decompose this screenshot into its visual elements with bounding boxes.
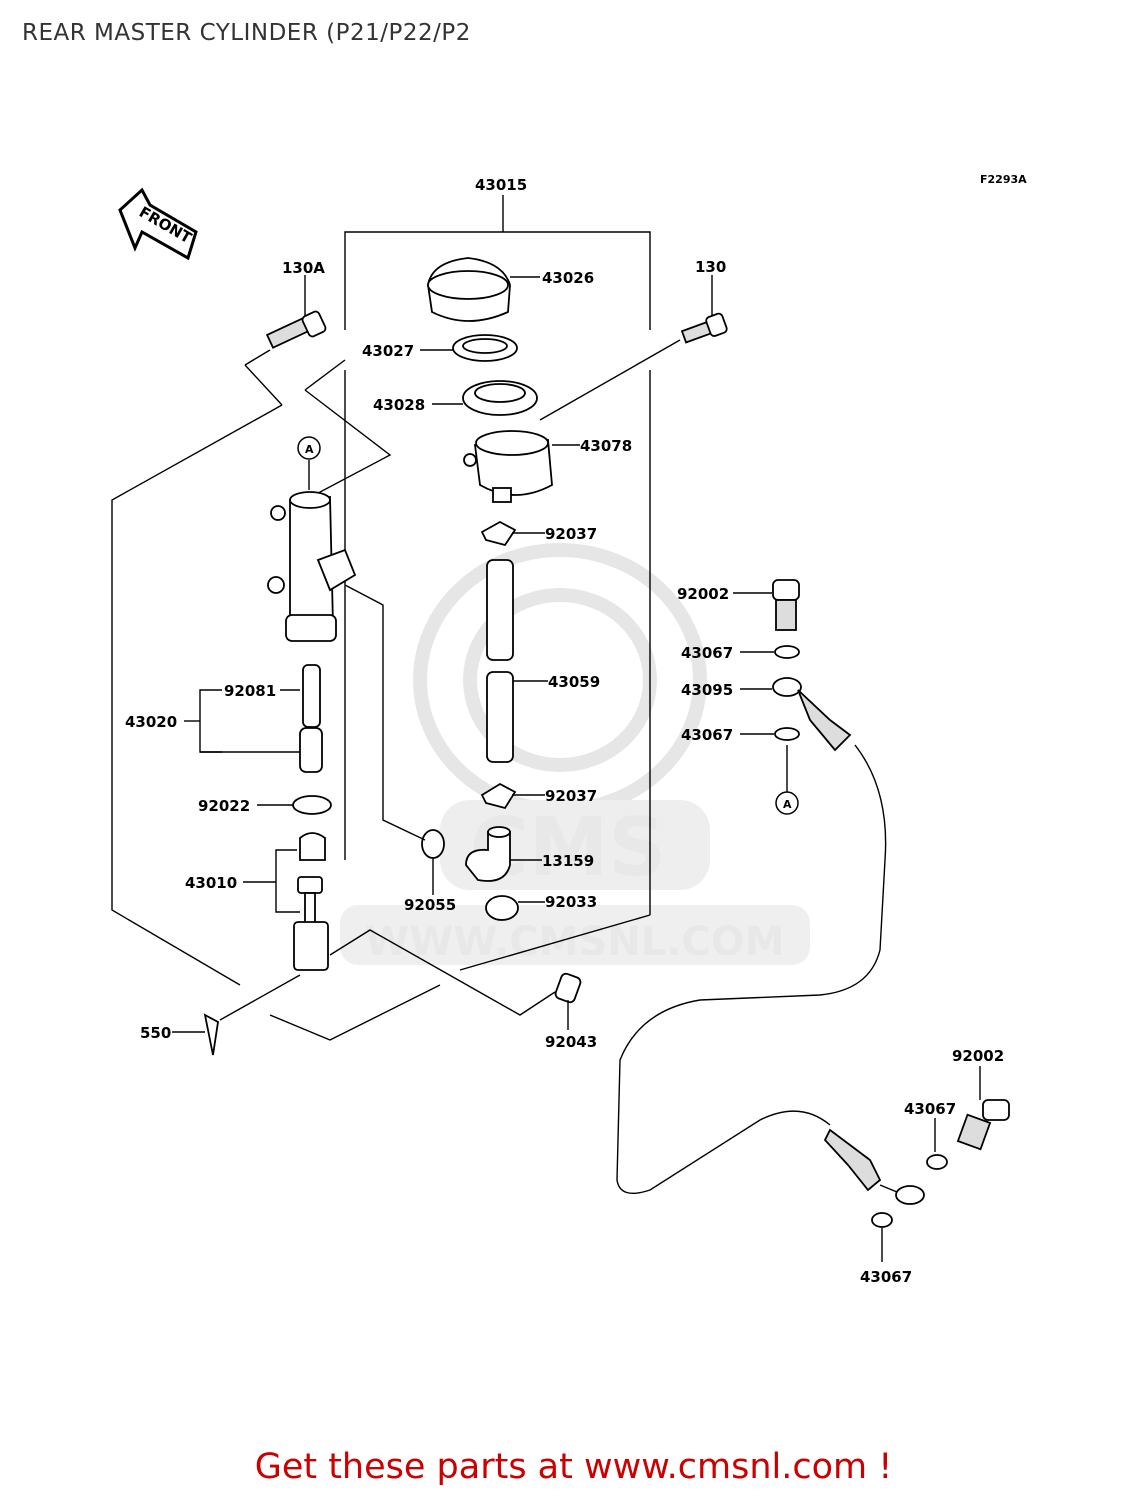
svg-text:A: A	[783, 798, 792, 811]
reservoir-43078	[463, 430, 580, 503]
label-92002-upper: 92002	[677, 585, 729, 603]
banjo-bolt-92002-upper	[733, 579, 800, 631]
front-arrow-icon: FRONT	[118, 187, 198, 261]
label-43026: 43026	[542, 269, 594, 287]
brake-hose-line	[616, 744, 887, 1194]
label-43095: 43095	[681, 681, 733, 699]
cms-watermark: CMS WWW.CMSNL.COM	[340, 543, 810, 965]
label-43067-b: 43067	[681, 726, 733, 744]
bracket-43015	[344, 195, 651, 971]
hose-43059	[486, 559, 548, 763]
reservoir-cap	[427, 257, 540, 322]
ref-marker-a-right: A	[775, 745, 799, 815]
label-13159: 13159	[542, 852, 594, 870]
footer-promo-link[interactable]: Get these parts at www.cmsnl.com !	[254, 1447, 893, 1487]
label-92002-lower: 92002	[952, 1047, 1004, 1065]
watermark-url: WWW.CMSNL.COM	[365, 919, 785, 965]
svg-text:A: A	[305, 443, 314, 456]
washer-43067-a	[740, 645, 800, 659]
o-ring-92055	[344, 584, 445, 895]
piston-kit-43020	[184, 664, 323, 773]
fitting-13159	[465, 826, 542, 882]
outer-bracket	[111, 359, 441, 1041]
label-43067-c: 43067	[904, 1100, 956, 1118]
label-43067-a: 43067	[681, 644, 733, 662]
plate-43028	[432, 380, 538, 416]
washer-43067-b	[740, 727, 800, 741]
label-43015: 43015	[475, 176, 527, 194]
label-130: 130	[695, 258, 726, 276]
label-43067-d: 43067	[860, 1268, 912, 1286]
circlip-92033	[485, 895, 545, 921]
circlip-92022	[257, 795, 332, 815]
ref-marker-a-left: A	[297, 436, 321, 490]
label-43078: 43078	[580, 437, 632, 455]
label-92043: 92043	[545, 1033, 597, 1051]
label-43028: 43028	[373, 396, 425, 414]
cotter-pin-550	[172, 974, 301, 1056]
bolt-130	[539, 275, 728, 421]
hose-clamp-92037-lower	[480, 782, 545, 810]
figure-ref: F2293A	[980, 173, 1027, 186]
label-92037-upper: 92037	[545, 525, 597, 543]
banjo-lower	[823, 1128, 925, 1205]
washer-43067-c	[926, 1118, 948, 1170]
hose-clamp-92037-upper	[480, 520, 545, 547]
label-43010: 43010	[185, 874, 237, 892]
page-title: REAR MASTER CYLINDER (P21/P22/P2	[22, 20, 471, 46]
master-cylinder-body	[267, 491, 357, 642]
push-rod-43010	[243, 832, 329, 971]
label-130a: 130A	[282, 259, 325, 277]
label-92037-lower: 92037	[545, 787, 597, 805]
banjo-bolt-92002-lower	[956, 1066, 1010, 1151]
label-43059: 43059	[548, 673, 600, 691]
label-92055: 92055	[404, 896, 456, 914]
pin-92043	[329, 929, 582, 1030]
label-92022: 92022	[198, 797, 250, 815]
bolt-130a	[244, 275, 327, 366]
label-43020: 43020	[125, 713, 177, 731]
banjo-43095	[740, 677, 852, 752]
label-43027: 43027	[362, 342, 414, 360]
washer-43067-d	[871, 1212, 893, 1262]
label-92033: 92033	[545, 893, 597, 911]
label-92081: 92081	[224, 682, 276, 700]
label-550: 550	[140, 1024, 171, 1042]
diaphragm-43027	[420, 334, 518, 362]
